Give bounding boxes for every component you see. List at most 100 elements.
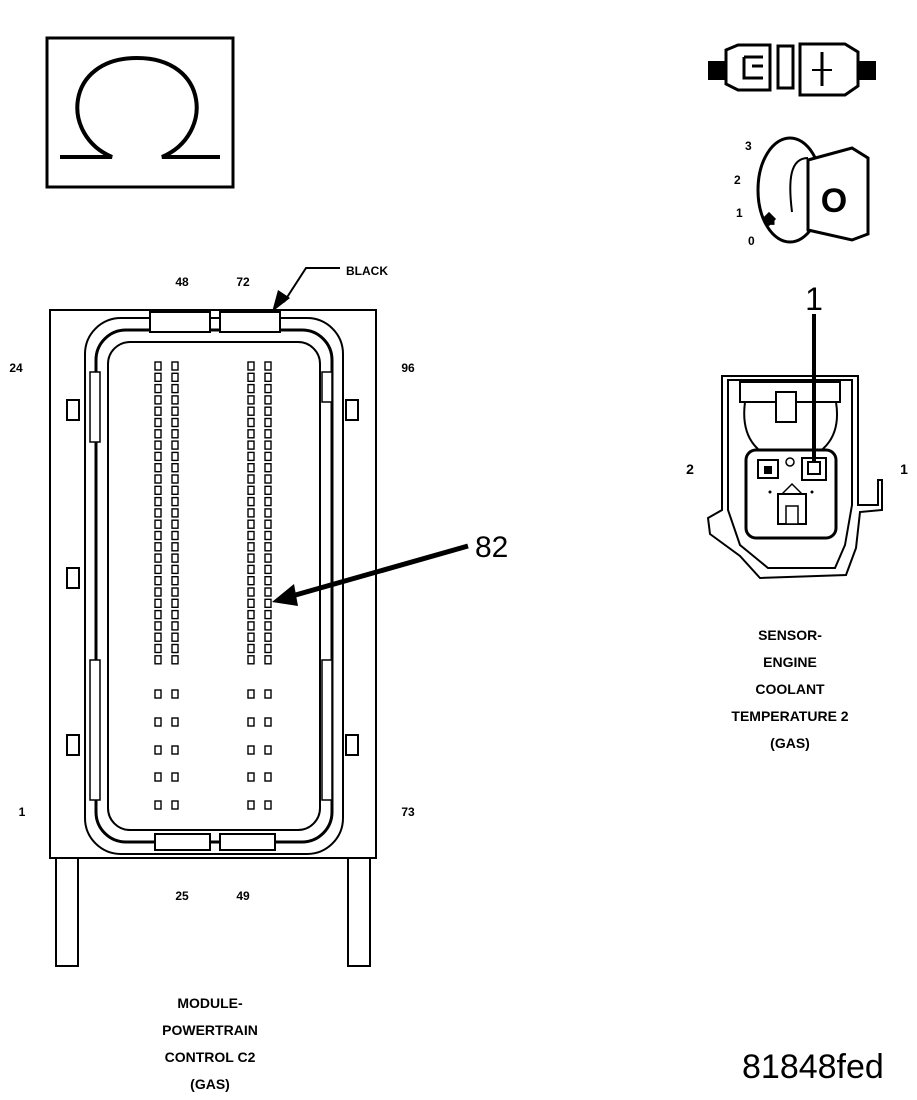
pin-label-49: 49	[236, 889, 250, 903]
pin-cavity	[264, 542, 272, 552]
pin-cavity	[247, 772, 255, 782]
pin-cavity	[171, 598, 179, 608]
pin-cavity	[247, 587, 255, 597]
pin-cavity	[247, 474, 255, 484]
pin-cavity	[264, 429, 272, 439]
pin-cavity	[154, 395, 162, 405]
pin-cavity	[154, 564, 162, 575]
pin-cavity	[264, 395, 272, 405]
pin-cavity	[264, 496, 272, 507]
pin-cavity	[171, 745, 179, 755]
pin-cavity	[247, 463, 255, 473]
pin-cavity	[247, 429, 255, 439]
pin-cavity	[247, 530, 255, 541]
sensor-pin-1-callout: 1	[805, 281, 823, 317]
pin-cavity	[264, 440, 272, 450]
pin-cavity	[171, 496, 179, 507]
pin-cavity	[154, 632, 162, 642]
pin-cavity	[154, 417, 162, 428]
pin-cavity	[171, 429, 179, 439]
pin-cavity	[171, 717, 179, 727]
pin-label-24: 24	[9, 361, 23, 375]
pin-cavity	[154, 587, 162, 597]
pin-cavity	[247, 395, 255, 405]
pin-cavity	[154, 485, 162, 495]
caption-line: CONTROL C2	[164, 1049, 256, 1065]
pin-cavity	[154, 474, 162, 484]
pin-cavity	[154, 689, 162, 699]
pin-label-1: 1	[19, 805, 26, 819]
pin-cavity	[247, 576, 255, 586]
pin-cavity	[154, 745, 162, 755]
pin-cavity	[264, 508, 272, 518]
pin-cavity	[247, 361, 255, 371]
pin-cavity	[171, 383, 179, 394]
pin-cavity	[247, 564, 255, 575]
pin-label-72: 72	[236, 275, 250, 289]
pin-cavity	[154, 496, 162, 507]
caption-line: ENGINE	[763, 654, 817, 670]
pin-cavity	[247, 643, 255, 654]
figure-id: 81848fed	[742, 1048, 884, 1086]
pin-cavity	[247, 406, 255, 416]
pin-cavity	[154, 621, 162, 631]
key-letter: O	[821, 182, 847, 220]
pin-82-arrow	[291, 543, 469, 599]
pin-cavity	[154, 429, 162, 439]
pin-cavity	[264, 689, 272, 699]
pin-label-25: 25	[175, 889, 189, 903]
pin-cavity	[171, 395, 179, 405]
pin-cavity	[154, 542, 162, 552]
pin-cavity	[264, 598, 272, 608]
pin-cavity	[264, 372, 272, 382]
pin-cavity	[154, 717, 162, 727]
key-position-0: 0	[748, 234, 755, 248]
pin-label-96: 96	[401, 361, 415, 375]
pin-cavity	[154, 772, 162, 782]
pin-cavity	[264, 485, 272, 495]
pin-cavity	[264, 587, 272, 597]
pin-cavity	[154, 463, 162, 473]
pin-cavity	[247, 632, 255, 642]
pin-cavity	[247, 496, 255, 507]
pin-cavity	[264, 621, 272, 631]
pin-cavity	[171, 587, 179, 597]
pin-cavity	[247, 440, 255, 450]
caption-line: SENSOR-	[758, 627, 822, 643]
pin-cavity	[171, 564, 179, 575]
pin-cavity	[264, 632, 272, 642]
pin-cavity	[264, 576, 272, 586]
pin-cavity	[154, 655, 162, 665]
caption-line: MODULE-	[177, 995, 243, 1011]
pin-cavity	[154, 361, 162, 371]
pin-cavity	[247, 451, 255, 462]
pin-cavity	[171, 372, 179, 382]
pin-cavity	[171, 417, 179, 428]
pin-cavity	[171, 474, 179, 484]
pin-cavity	[247, 508, 255, 518]
pin-cavity	[264, 474, 272, 484]
pin-cavity	[247, 485, 255, 495]
caption-line: (GAS)	[190, 1076, 230, 1092]
pin-cavity	[154, 451, 162, 462]
pin-cavity	[247, 621, 255, 631]
pin-cavity	[171, 632, 179, 642]
pin-cavity	[264, 530, 272, 541]
pin-cavity	[247, 542, 255, 552]
pin-cavity	[247, 689, 255, 699]
pcm-connector	[49, 309, 377, 967]
pin-label-48: 48	[175, 275, 189, 289]
pin-cavity	[171, 689, 179, 699]
caption-line: TEMPERATURE 2	[731, 708, 849, 724]
pin-82-callout: 82	[475, 531, 508, 564]
pcm-connector-caption: MODULE- POWERTRAIN CONTROL C2 (GAS)	[130, 990, 290, 1098]
pin-cavity	[171, 621, 179, 631]
sensor-pin-label-1: 1	[900, 461, 908, 477]
pin-cavity	[154, 800, 162, 810]
pin-cavity	[171, 553, 179, 563]
caption-line: POWERTRAIN	[162, 1022, 258, 1038]
connector-color-label: BLACK	[346, 264, 388, 278]
pin-cavity	[171, 542, 179, 552]
pin-cavity	[154, 508, 162, 518]
pin-cavity	[247, 519, 255, 529]
